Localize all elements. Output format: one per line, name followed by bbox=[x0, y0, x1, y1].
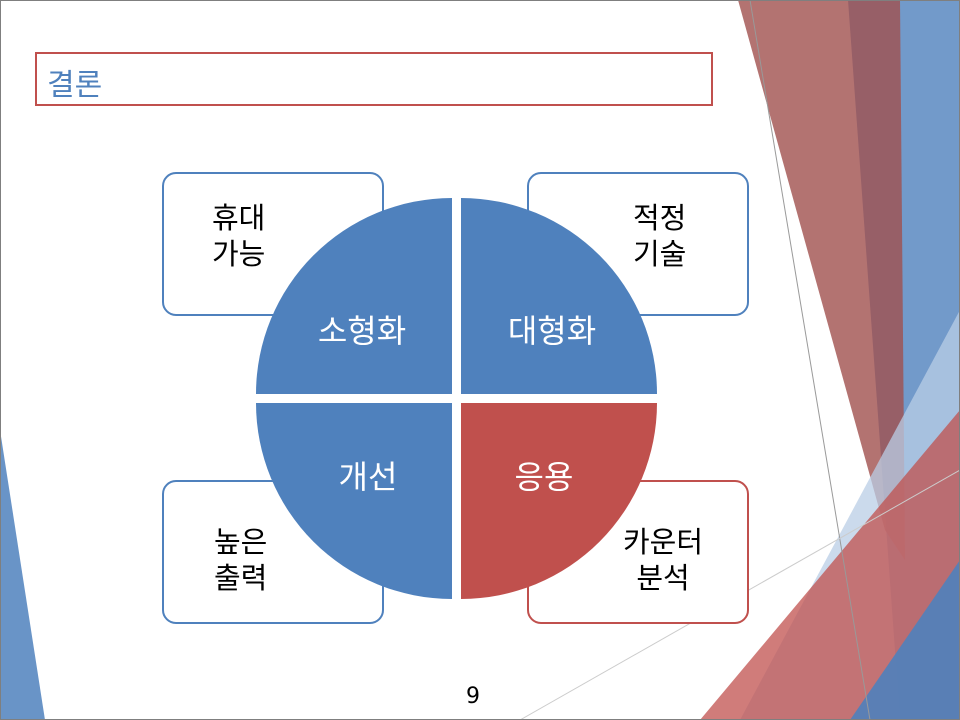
quadrant-label: 소형화 bbox=[317, 312, 407, 350]
box-text: 높은 bbox=[214, 525, 268, 559]
slide-title: 결론 bbox=[47, 68, 103, 103]
quadrant-top-left bbox=[256, 198, 452, 394]
box-text: 휴대 bbox=[212, 201, 266, 235]
quadrant-label: 대형화 bbox=[507, 312, 597, 350]
box-text: 출력 bbox=[214, 561, 268, 595]
page-number: 9 bbox=[466, 684, 480, 709]
box-text: 적정 bbox=[633, 201, 687, 235]
box-text: 가능 bbox=[212, 237, 266, 271]
box-text: 카운터 bbox=[623, 525, 704, 559]
box-text: 기술 bbox=[633, 237, 687, 271]
quadrant-bottom-left bbox=[256, 403, 452, 599]
quadrant-label: 개선 bbox=[338, 458, 398, 496]
title-box: 결론 bbox=[35, 52, 713, 106]
box-text: 분석 bbox=[636, 561, 690, 595]
quadrant-label: 응용 bbox=[514, 458, 574, 496]
quadrant-bottom-right bbox=[461, 403, 657, 599]
quadrant-top-right bbox=[461, 198, 657, 394]
